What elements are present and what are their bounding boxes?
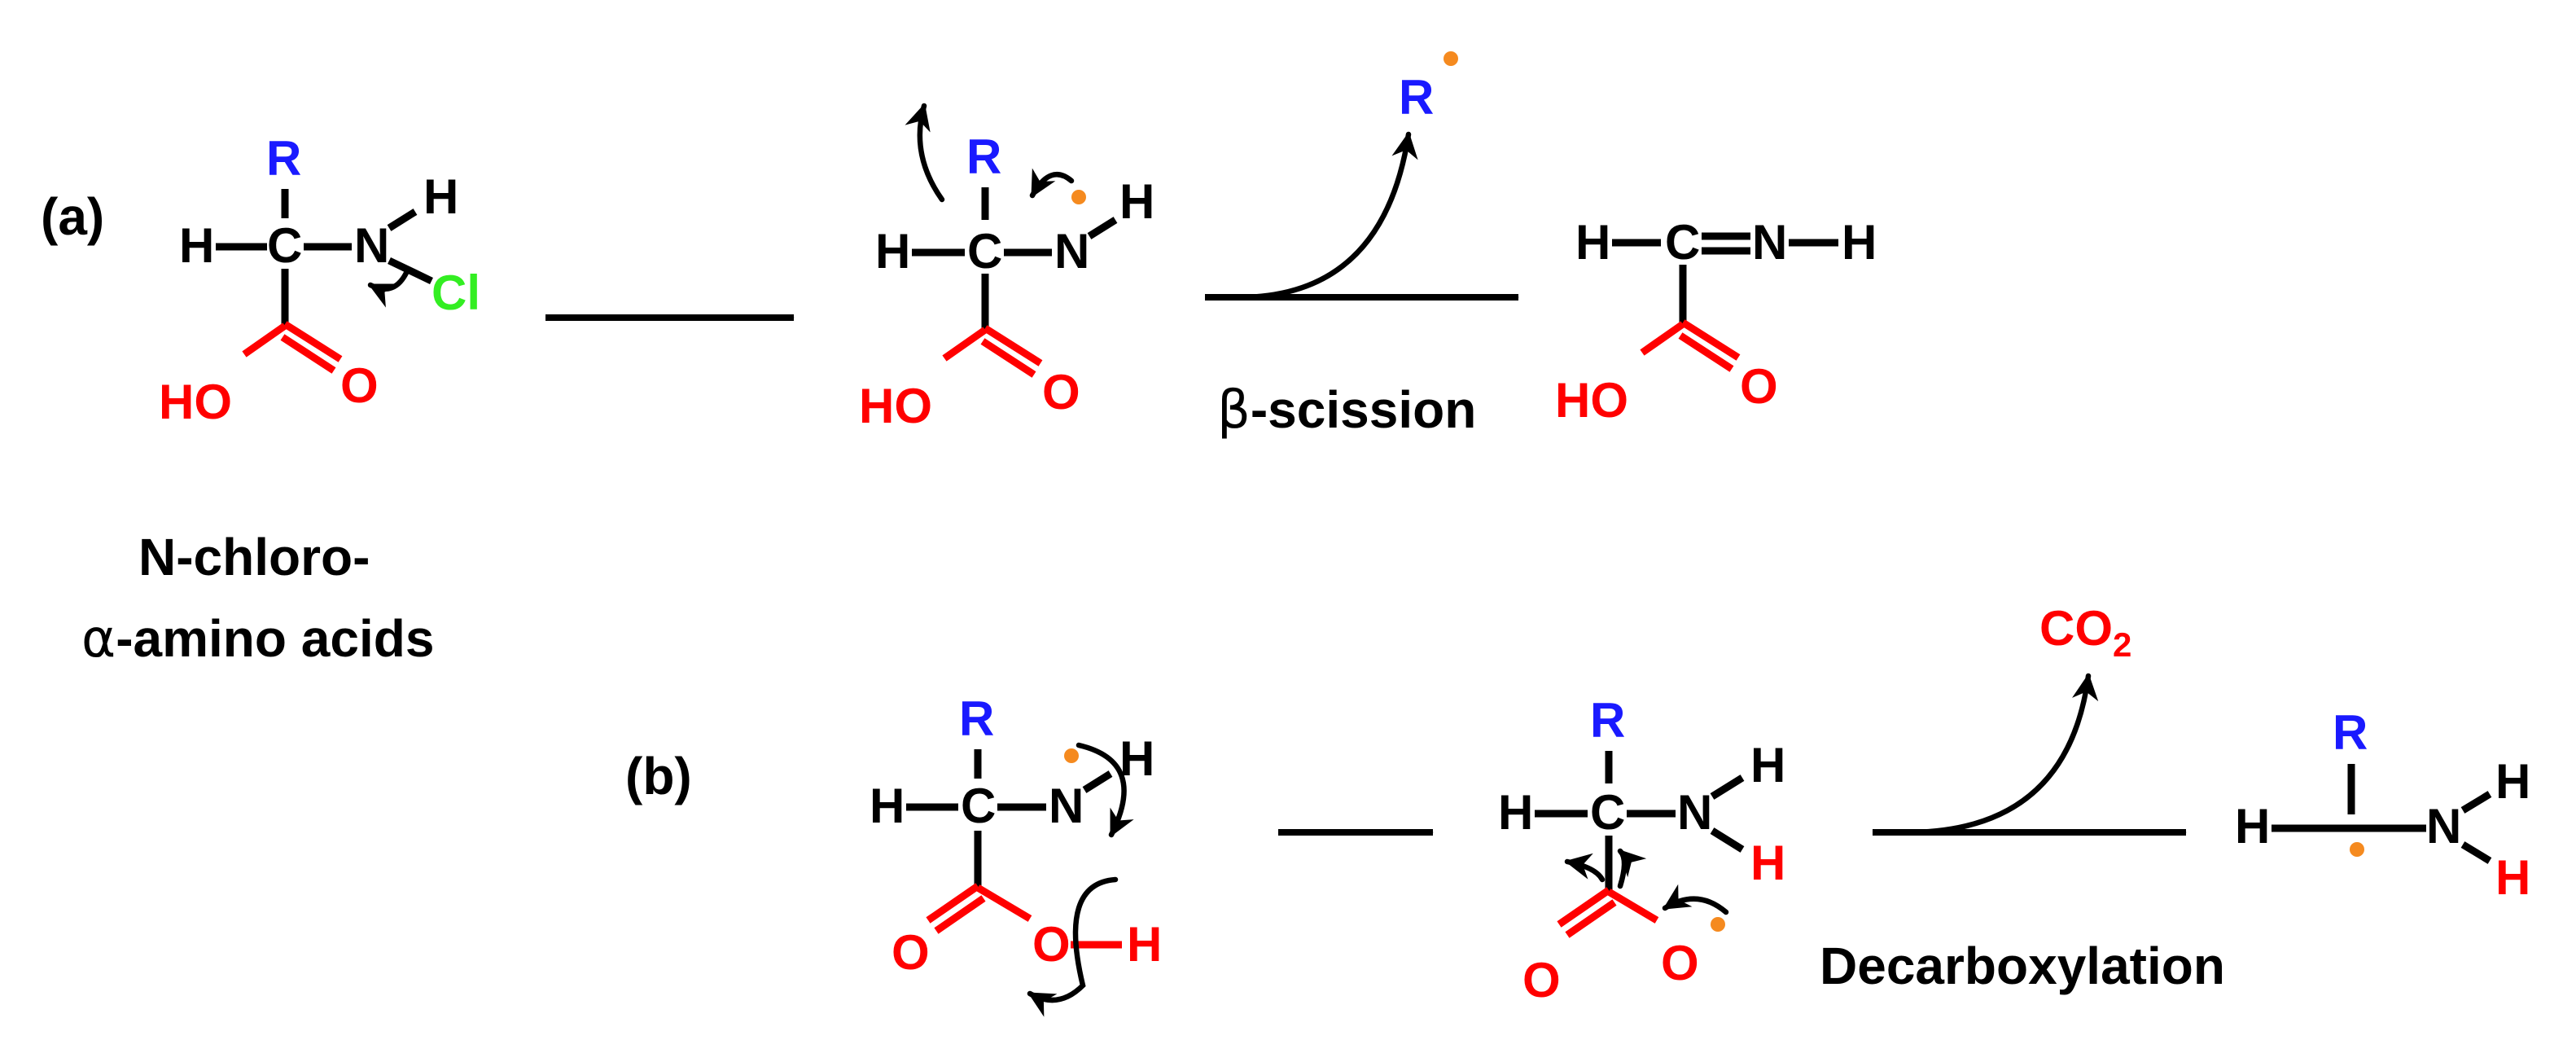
curved-arrow-co2-release [1910, 673, 2099, 836]
molecule-aminyl-radical: R H C N H HO O [859, 103, 1154, 433]
atom-c: C [1665, 215, 1700, 270]
atom-r: R [266, 131, 301, 186]
atom-c-alpha: C [1590, 785, 1625, 840]
atom-h-right: H [1119, 731, 1154, 786]
curly-arrow-c-c-cleavage-2 [1617, 848, 1647, 889]
atom-h-bottom: H [2495, 850, 2530, 905]
atom-n: N [1054, 224, 1089, 279]
atom-h-left: H [875, 224, 910, 279]
bond-c-o-double-1 [1557, 887, 1611, 928]
atom-o: O [340, 358, 379, 413]
atom-r: R [2333, 705, 2368, 760]
atom-ho: HO [1555, 373, 1628, 428]
atom-ho: HO [859, 379, 932, 433]
radical-dot [1064, 748, 1079, 763]
panel-b: (b) R H C N H O O H R [625, 601, 2530, 1017]
atom-o-hydroxyl: O [1032, 917, 1071, 972]
curly-arrow-n-h-transfer [1076, 742, 1134, 838]
bond-c-o-double-2 [280, 334, 336, 374]
bond-c-o-double-1 [283, 321, 343, 362]
bond-n-h-bottom [1710, 827, 1745, 853]
bond-n-cl [388, 257, 433, 285]
bond-n-h [387, 208, 418, 231]
molecule-alkyl-radical-amine: R H N H H [2235, 705, 2530, 905]
molecule-carboxyl-radical: R H C N H H O O [1498, 693, 1785, 1007]
curved-arrow-r-radical-release [1242, 131, 1418, 301]
atom-n: N [354, 218, 389, 273]
atom-o-carbonyl: O [892, 925, 930, 980]
radical-dot [2350, 842, 2364, 857]
caption-line-1: N-chloro- [138, 528, 370, 586]
atom-n: N [1677, 785, 1712, 840]
bond-c-oh [1640, 321, 1685, 356]
panel-b-label: (b) [625, 747, 692, 805]
atom-h-left: H [1575, 215, 1610, 270]
curly-arrow-c-c-cleavage [1564, 853, 1606, 883]
atom-h-right: H [1119, 174, 1154, 229]
atom-c-alpha: C [267, 218, 302, 273]
bond-c-o-double-1 [926, 883, 980, 924]
atom-h-right: H [1842, 215, 1877, 270]
curly-arrow-n-cl-cleavage [367, 268, 410, 308]
bond-n-h [1087, 217, 1118, 239]
bond-c-o-double-2 [980, 338, 1036, 378]
radical-dot [1711, 917, 1725, 932]
bond-n-h [1082, 770, 1113, 793]
decarboxylation-label: Decarboxylation [1820, 937, 2225, 995]
radical-dot [1444, 51, 1458, 66]
bond-c-oh [242, 323, 287, 358]
atom-o-radical: O [1661, 936, 1699, 990]
molecule-n-chloro-amino-acid: R H C N H Cl HO O [159, 131, 480, 429]
beta-scission-label: β-scission [1217, 380, 1476, 441]
atom-h-left: H [870, 779, 905, 833]
atom-h-bottom: H [1750, 836, 1785, 890]
radical-dot [1071, 190, 1086, 204]
panel-a-label: (a) [41, 187, 104, 246]
atom-o: O [1042, 365, 1080, 419]
curly-arrow-o-h-cleavage [1027, 876, 1119, 1017]
atom-h-left: H [2235, 799, 2270, 854]
bond-c-o-single [975, 884, 1032, 922]
atom-h-top: H [1750, 738, 1785, 792]
atom-h-left: H [1498, 785, 1533, 840]
atom-n: N [1752, 215, 1787, 270]
caption-line-2: α-amino acids [81, 609, 434, 669]
atom-h-top: H [2495, 754, 2530, 809]
atom-n: N [1049, 779, 1084, 833]
bond-c-o-double-2 [934, 895, 986, 934]
atom-cl: Cl [432, 266, 480, 320]
bond-n-h-top [1710, 775, 1745, 800]
molecule-aminyl-radical-acid: R H C N H O O H [870, 691, 1162, 1017]
panel-a: (a) R H C N H Cl HO O R H [41, 51, 1877, 669]
atom-r: R [966, 129, 1001, 184]
atom-h-acid: H [1127, 917, 1162, 972]
bond-n-h-bottom [2460, 841, 2492, 864]
curly-arrow-n-radical [1029, 168, 1075, 199]
bond-n-h-top [2460, 791, 2492, 814]
atom-ho: HO [159, 375, 232, 429]
atom-r: R [959, 691, 994, 746]
bond-c-o-double-2 [1678, 332, 1734, 372]
product-r-radical: R [1399, 70, 1434, 125]
molecule-imine: H C N H HO O [1555, 215, 1877, 428]
atom-n: N [2426, 799, 2461, 854]
bond-c-o-double-1 [983, 325, 1043, 366]
atom-h-top: H [423, 169, 458, 224]
atom-c-alpha: C [967, 224, 1002, 279]
bond-c-oh [942, 327, 988, 362]
bond-c-o-double-2 [1565, 899, 1617, 938]
atom-c-alpha: C [961, 779, 996, 833]
atom-h-left: H [179, 218, 214, 273]
atom-o: O [1740, 359, 1778, 414]
bond-c-o-double-1 [1680, 319, 1741, 361]
curly-arrow-c-r-cleavage [905, 103, 945, 203]
curly-arrow-o-radical [1662, 884, 1729, 915]
atom-o-carbonyl: O [1522, 953, 1561, 1007]
product-co2: CO2 [2039, 601, 2131, 664]
atom-r: R [1590, 693, 1625, 748]
bond-c-o-single [1606, 889, 1659, 924]
